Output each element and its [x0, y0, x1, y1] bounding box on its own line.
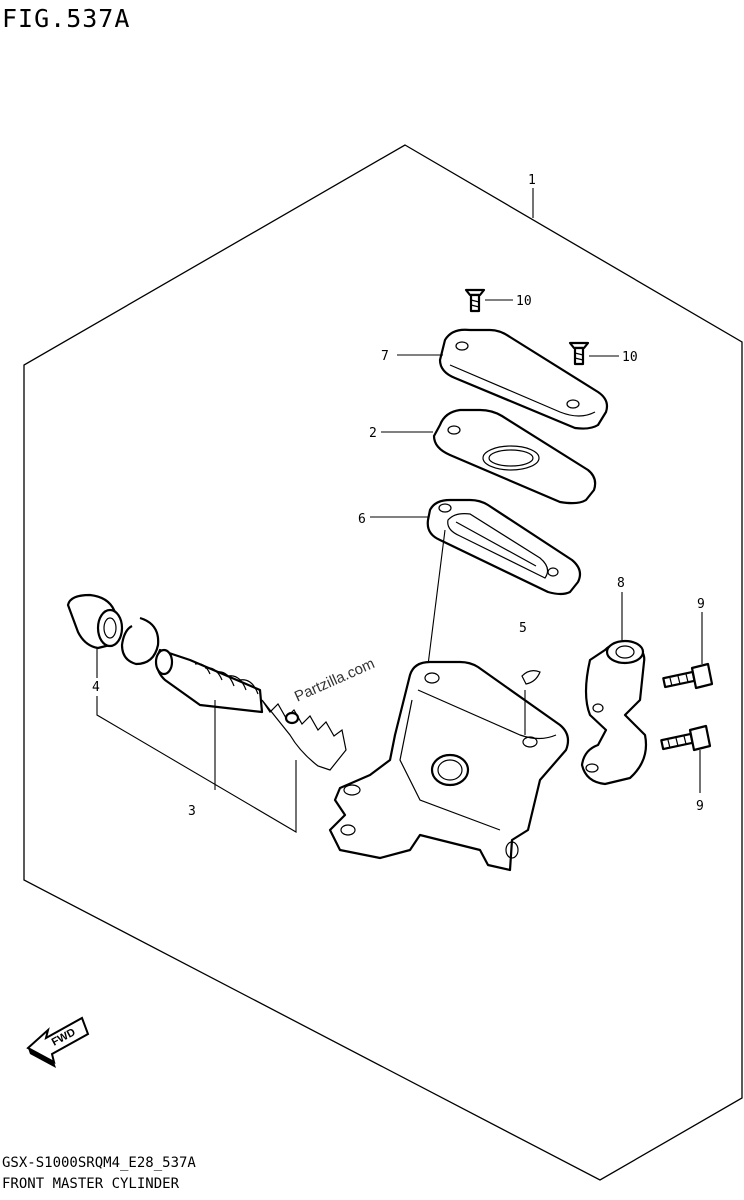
- reservoir-cap-7[interactable]: [438, 328, 609, 430]
- screw-10-right[interactable]: [568, 341, 590, 366]
- callout-5[interactable]: 5: [519, 621, 527, 636]
- figure-title: FIG.537A: [2, 4, 131, 33]
- callout-2[interactable]: 2: [369, 426, 377, 441]
- bolt-9-bottom[interactable]: [660, 724, 712, 752]
- callout-9-bottom[interactable]: 9: [696, 799, 704, 814]
- piston-3[interactable]: [154, 648, 264, 714]
- callout-1[interactable]: 1: [528, 173, 536, 188]
- callout-9-top[interactable]: 9: [697, 597, 705, 612]
- circlip[interactable]: [120, 616, 160, 666]
- callout-8[interactable]: 8: [617, 576, 625, 591]
- bolt-9-top[interactable]: [662, 662, 714, 690]
- boot-4[interactable]: [66, 593, 124, 650]
- spring[interactable]: [261, 699, 347, 771]
- callout-10-right[interactable]: 10: [622, 350, 638, 365]
- screw-10-left[interactable]: [464, 288, 486, 313]
- leader-3-bracket: [96, 696, 297, 833]
- callout-3[interactable]: 3: [188, 804, 196, 819]
- union-8[interactable]: [580, 639, 648, 786]
- figure-name: FRONT MASTER CYLINDER: [2, 1176, 180, 1192]
- callout-7[interactable]: 7: [381, 349, 389, 364]
- callout-10-top[interactable]: 10: [516, 294, 532, 309]
- plate-6[interactable]: [426, 498, 582, 596]
- callout-6[interactable]: 6: [358, 512, 366, 527]
- diaphragm-2[interactable]: [432, 408, 597, 505]
- assembly-frame: [23, 144, 743, 1181]
- callout-4[interactable]: 4: [92, 680, 100, 695]
- cylinder-body-5[interactable]: [328, 660, 570, 872]
- leader-6-down: [427, 529, 446, 666]
- figure-code: GSX-S1000SRQM4_E28_537A: [2, 1155, 196, 1171]
- fwd-arrow-icon: FWD: [26, 1016, 90, 1068]
